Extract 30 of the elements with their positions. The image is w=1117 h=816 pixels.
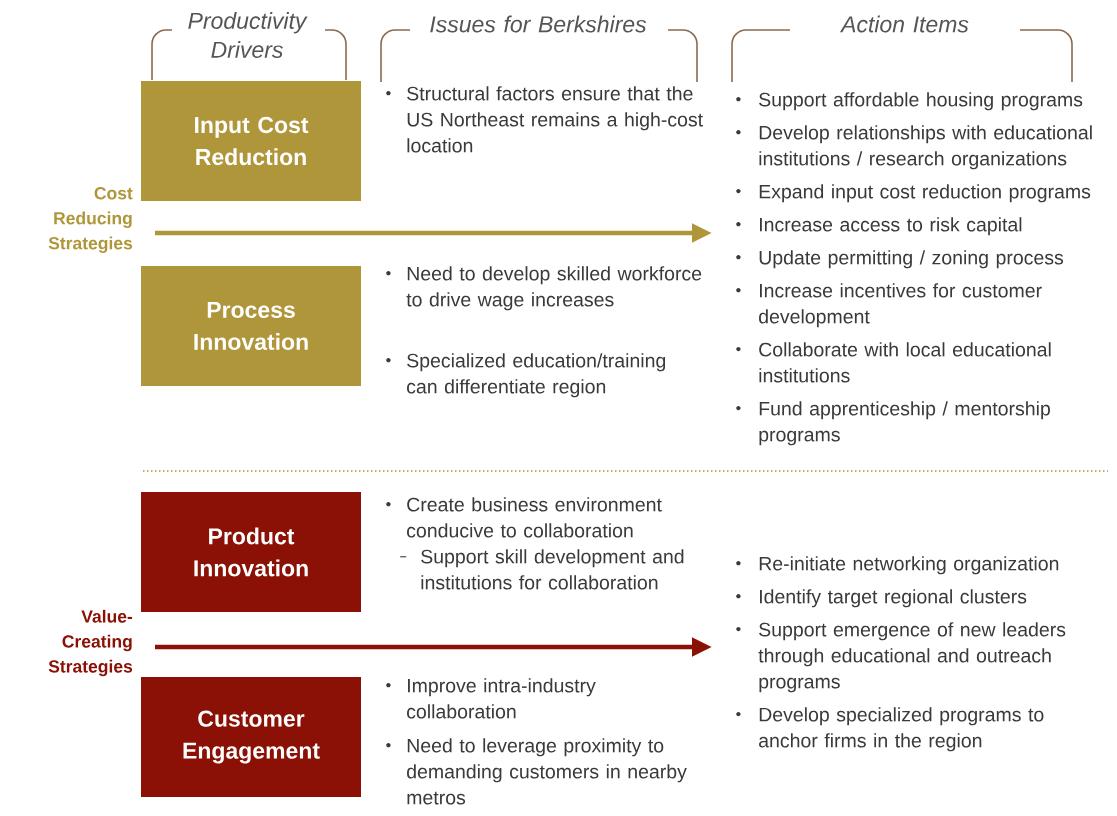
bullet-item: Create business environment conducive to collaboration bbox=[386, 497, 662, 538]
bullet-item: Support skill development and institutions for collaboration bbox=[399, 549, 684, 590]
strategy-label: Value-Creating Strategies bbox=[48, 609, 133, 677]
driver-box: Process Innovation bbox=[141, 266, 361, 386]
node-label: Develop relationships with educational institutions / research organizations bbox=[759, 125, 1092, 170]
node-label: Fund apprenticeship / mentorship programs bbox=[759, 401, 1050, 446]
column-heading: Action Items bbox=[839, 15, 969, 33]
node-label: Re-initiate networking organization bbox=[759, 556, 1059, 575]
bullet-item: Specialized education/training can differentiate region bbox=[386, 353, 666, 398]
node-label: Expand input cost reduction programs bbox=[759, 184, 1091, 203]
bullet-item: Need to leverage proximity to demanding customers in nearby metros bbox=[386, 738, 687, 805]
node-label: Increase access to risk capital bbox=[760, 217, 1022, 236]
action-list: Re-initiate networking organization Identify target regional clusters Support emergence of new leaders through educational and outreach programs Develop specialized programs to anchor firms in the region bbox=[736, 556, 1066, 752]
bullet-item: Need to develop skilled workforce to drive wage increases bbox=[386, 266, 702, 311]
column-heading: Productivity Drivers bbox=[188, 12, 308, 58]
strategy-label: Cost Reducing Strategies bbox=[48, 187, 133, 253]
action-list: Support affordable housing programs Develop relationships with educational institutions / research organizations Expand input cost reduction programs Increase access to risk capital Update permitting / zoning process Increase incentives for customer development Collaborate with local educational institutions Fund apprenticeship / mentorship programs bbox=[736, 92, 1092, 446]
driver-box: Product Innovation bbox=[141, 492, 361, 612]
node-label: Support affordable housing programs bbox=[759, 92, 1083, 111]
node-label: Update permitting / zoning process bbox=[759, 250, 1064, 269]
node-label: Identify target regional clusters bbox=[760, 589, 1027, 608]
node-label: Support emergence of new leaders through educational and outreach programs bbox=[758, 622, 1066, 693]
bullet-item: Structural factors ensure that the US Northeast remains a high-cost location bbox=[386, 86, 703, 153]
node-label: Develop specialized programs to anchor firms in the region bbox=[759, 707, 1044, 752]
column-heading: Issues for Berkshires bbox=[430, 15, 647, 33]
bullet-item: Improve intra-industry collaboration bbox=[386, 678, 596, 719]
driver-box: Customer Engagement bbox=[141, 677, 361, 797]
node-label: Increase incentives for customer development bbox=[759, 283, 1042, 328]
node-label: Collaborate with local educational institutions bbox=[759, 342, 1051, 383]
driver-box: Input Cost Reduction bbox=[141, 81, 361, 201]
